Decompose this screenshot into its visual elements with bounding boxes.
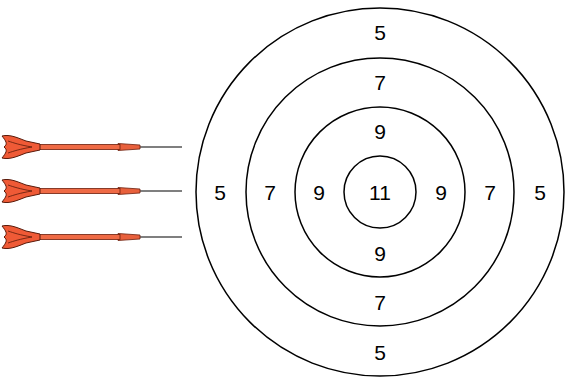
score-number: 7 xyxy=(484,182,496,203)
score-number: 5 xyxy=(534,182,546,203)
dart xyxy=(2,135,182,158)
score-number: 9 xyxy=(435,182,447,203)
ring-circle xyxy=(344,156,416,228)
score-number: 5 xyxy=(214,182,226,203)
score-number: 7 xyxy=(264,182,276,203)
score-number: 5 xyxy=(374,22,386,43)
target-ring: 5 5 5 5 7 7 7 7 9 9 9 9 11 xyxy=(195,7,565,377)
score-number: 9 xyxy=(313,182,325,203)
score-number: 11 xyxy=(369,182,391,203)
ring-circle xyxy=(246,58,514,326)
dart xyxy=(2,179,182,202)
target-ring: 11 xyxy=(343,155,417,229)
score-number: 7 xyxy=(374,292,386,313)
score-number: 9 xyxy=(374,121,386,142)
score-number: 5 xyxy=(374,342,386,363)
ring-circle xyxy=(295,107,465,277)
score-number: 7 xyxy=(374,72,386,93)
target-ring: 9 9 9 9 11 xyxy=(294,106,466,278)
target-ring: 7 7 7 7 9 9 9 9 11 xyxy=(245,57,515,327)
dart xyxy=(2,225,182,248)
score-number: 9 xyxy=(374,243,386,264)
ring-circle xyxy=(196,8,564,376)
